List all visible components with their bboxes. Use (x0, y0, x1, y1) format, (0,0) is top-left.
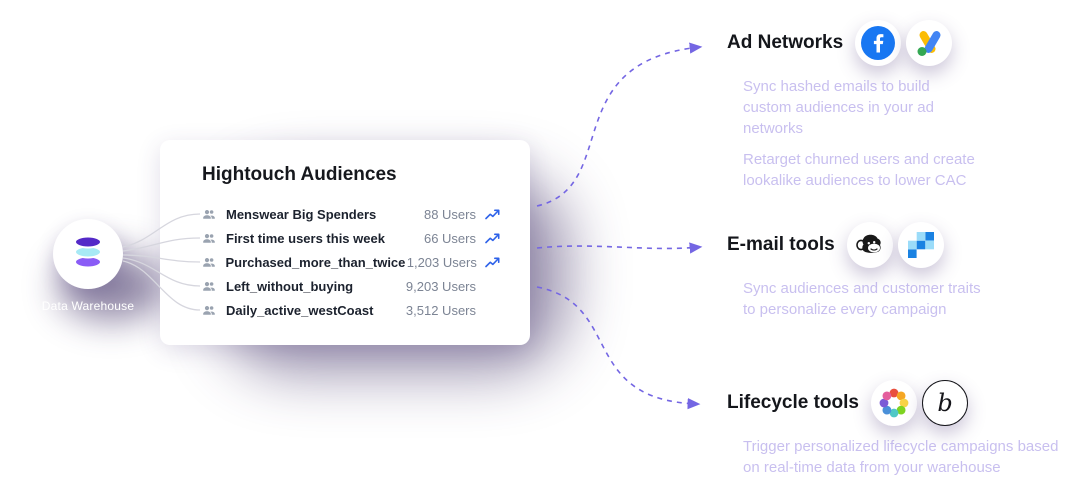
sync-arrow-ad-networks (536, 42, 703, 207)
audience-row: First time users this week 66 Users (202, 226, 500, 250)
audience-count: 66 Users (423, 230, 476, 246)
audience-row: Purchased_more_than_twice 1,203 Users (202, 250, 500, 274)
facebook-icon (855, 20, 902, 66)
audience-name: Menswear Big Spenders (226, 206, 377, 222)
destination-label: Lifecycle tools (727, 392, 859, 413)
iterable-icon (871, 380, 917, 426)
users-icon (202, 209, 217, 220)
audience-count: 88 Users (423, 206, 476, 222)
destination-heading-row: E-mail tools (727, 222, 991, 268)
trend-up-icon (476, 233, 500, 244)
description-text: Sync audiences and customer traits to pe… (743, 280, 981, 318)
destination-description: Trigger personalized lifecycle campaigns… (743, 436, 1061, 478)
users-icon (202, 305, 217, 316)
description-text: Retarget churned users and create lookal… (743, 151, 975, 189)
trend-up-icon (477, 257, 500, 268)
card-title: Hightouch Audiences (202, 164, 397, 185)
destination-email-tools: E-mail tools (727, 222, 991, 330)
audience-name: First time users this week (226, 230, 385, 246)
audience-row: Daily_active_westCoast 3,512 Users (202, 298, 500, 322)
destination-heading-row: Ad Networks (727, 20, 981, 66)
google-ads-icon (906, 20, 953, 66)
users-icon (202, 233, 217, 244)
destination-label: E-mail tools (727, 234, 835, 255)
audiences-card: Hightouch Audiences Menswear Big Spender… (160, 140, 530, 345)
audience-name: Daily_active_westCoast (226, 302, 374, 318)
destination-ad-networks: Ad Networks Sync hashed emails to build … (727, 20, 981, 201)
users-icon (202, 257, 216, 268)
destination-lifecycle-tools: Lifecycle tools b Trigger personalized l… (727, 380, 1061, 488)
database-icon (69, 233, 107, 275)
destination-label: Ad Networks (727, 32, 844, 53)
destination-heading-row: Lifecycle tools b (727, 380, 1061, 426)
braze-icon: b (922, 380, 968, 426)
description-text: Trigger personalized lifecycle campaigns… (743, 438, 1059, 476)
sendgrid-icon (897, 222, 944, 268)
destination-description: Sync hashed emails to build custom audie… (743, 76, 981, 191)
audience-count: 3,512 Users (405, 302, 476, 318)
audience-row: Menswear Big Spenders 88 Users (202, 202, 500, 226)
data-warehouse-node (53, 219, 123, 289)
audience-count: 1,203 Users (406, 254, 477, 270)
description-text: Sync hashed emails to build custom audie… (743, 78, 934, 137)
mailchimp-icon (846, 222, 893, 268)
audience-count: 9,203 Users (405, 278, 476, 294)
warehouse-label: Data Warehouse (41, 299, 135, 313)
destination-description: Sync audiences and customer traits to pe… (743, 278, 991, 320)
audience-name: Left_without_buying (226, 278, 354, 294)
audience-row: Left_without_buying 9,203 Users (202, 274, 500, 298)
trend-up-icon (476, 209, 500, 220)
audience-name: Purchased_more_than_twice (225, 254, 406, 270)
users-icon (202, 281, 217, 292)
